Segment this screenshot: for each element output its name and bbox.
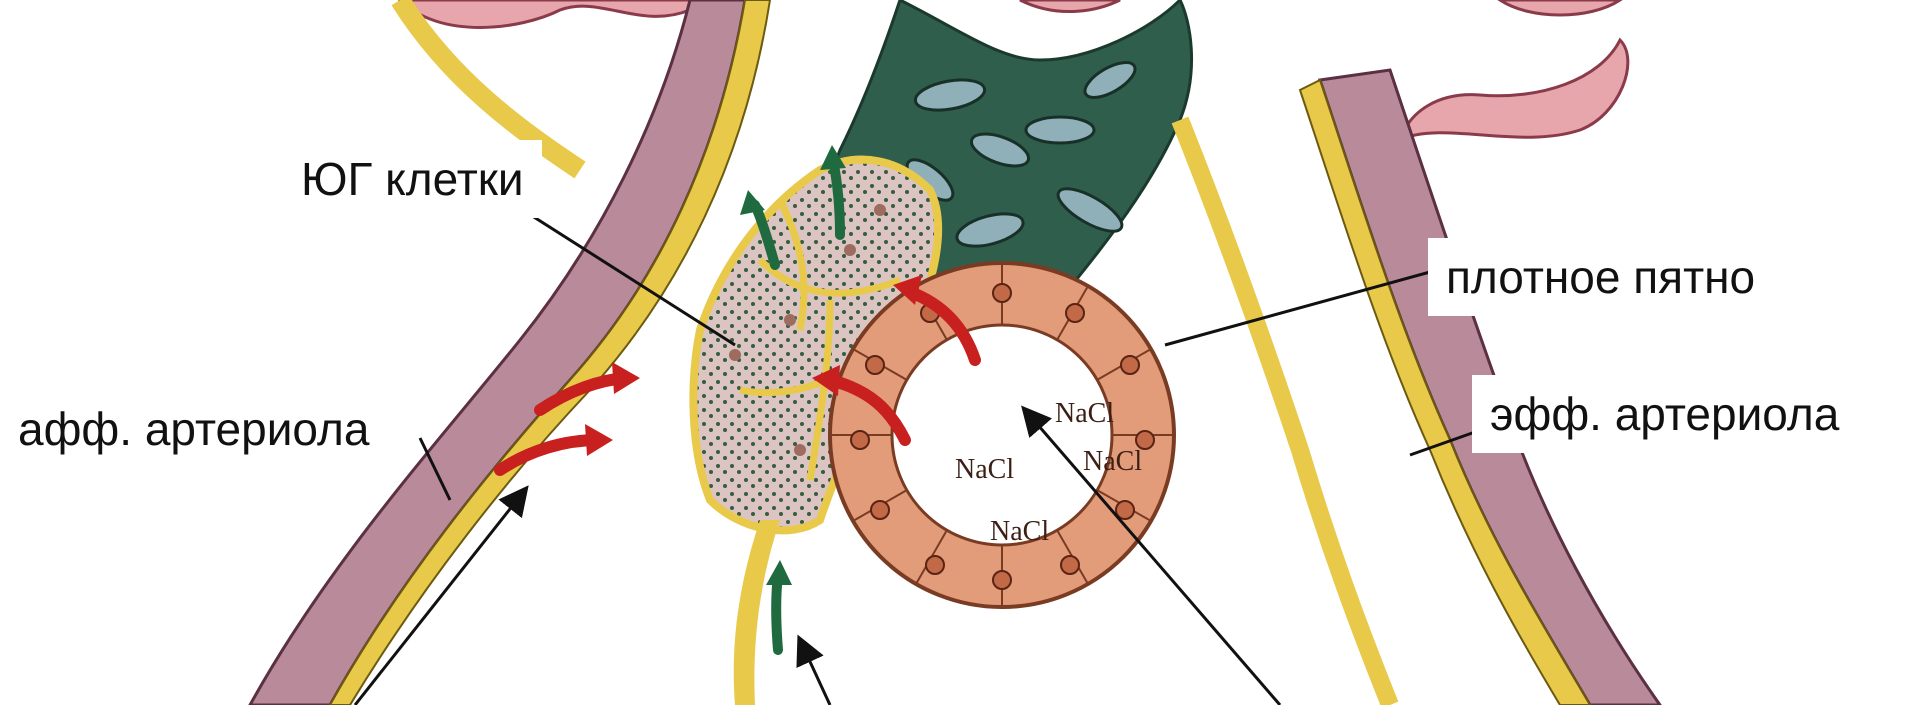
lumen-label-3: NaCl (1083, 446, 1142, 477)
green-arrow-3 (776, 575, 778, 650)
lumen-label-1: NaCl (1055, 398, 1114, 429)
leader-bottom-2 (800, 640, 830, 705)
lumen-label-2: NaCl (955, 454, 1014, 485)
label-efferent-arteriole: эфф. артериола (1472, 375, 1857, 453)
label-afferent-arteriole: афф. артериола (0, 390, 387, 468)
label-macula-densa: плотное пятно (1428, 238, 1773, 316)
lumen-label-4: NaCl (990, 516, 1049, 547)
label-jg-cells: ЮГ клетки (283, 140, 542, 218)
afferent-arteriole-wall (250, 0, 770, 705)
distal-tubule-macula-densa: NaCl NaCl NaCl NaCl (830, 263, 1174, 607)
